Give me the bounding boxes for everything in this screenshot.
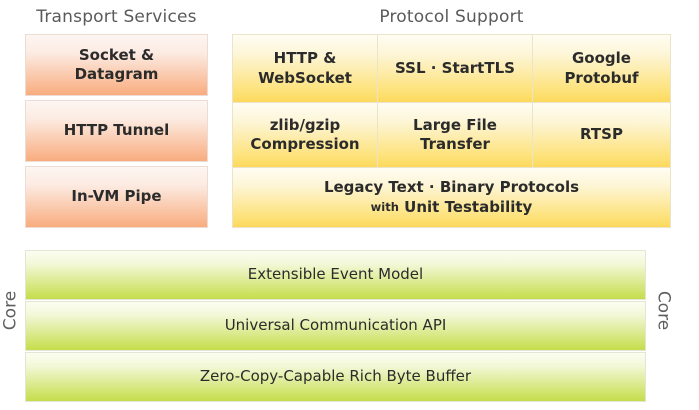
protocol-box-line1: RTSP [580,125,623,144]
transport-box-line1: HTTP Tunnel [63,121,170,140]
transport-services-heading: Transport Services [36,7,197,27]
protocol-box-line2: WebSocket [258,68,352,87]
protocol-box-legacy-text-binary-protocols[interactable]: Legacy Text · Binary Protocols with Unit… [232,167,671,228]
protocol-box-line2: Compression [250,135,360,153]
protocol-box-line1: Google [572,49,631,68]
protocol-box-zlib-gzip-compression[interactable]: zlib/gzip Compression [232,102,378,168]
protocol-box-http-websocket[interactable]: HTTP & WebSocket [232,34,378,103]
transport-box-line1: Socket & [78,45,155,64]
core-label-left: Core [0,290,21,331]
core-bar-zero-copy-capable-rich-byte-buffer[interactable]: Zero-Copy-Capable Rich Byte Buffer [25,352,646,402]
protocol-support-heading: Protocol Support [379,7,524,27]
transport-box-socket-datagram[interactable]: Socket & Datagram [25,34,208,96]
protocol-box-google-protobuf[interactable]: Google Protobuf [532,34,671,103]
protocol-box-line2: Transfer [420,135,490,153]
protocol-box-line2: Unit Testability [404,197,533,216]
transport-box-in-vm-pipe[interactable]: In-VM Pipe [25,166,208,228]
protocol-box-large-file-transfer[interactable]: Large File Transfer [377,102,533,168]
core-bar-label: Extensible Event Model [247,265,424,284]
protocol-box-line1: HTTP & [273,49,337,68]
protocol-box-line2-prefix: with [370,199,399,214]
core-bar-universal-communication-api[interactable]: Universal Communication API [25,301,646,351]
transport-box-http-tunnel[interactable]: HTTP Tunnel [25,100,208,162]
core-bar-extensible-event-model[interactable]: Extensible Event Model [25,250,646,300]
protocol-box-rtsp[interactable]: RTSP [532,102,671,168]
core-bar-label: Zero-Copy-Capable Rich Byte Buffer [199,367,472,386]
protocol-box-line1: Legacy Text · Binary Protocols [323,178,580,197]
protocol-box-line1: Large File [413,115,497,134]
transport-box-line2: Datagram [74,65,159,83]
protocol-box-line1: SSL · StartTLS [395,58,515,77]
protocol-box-line1: zlib/gzip [269,115,341,134]
transport-box-line1: In-VM Pipe [71,187,162,206]
core-bar-label: Universal Communication API [224,316,447,335]
protocol-box-line2: Protobuf [564,68,639,87]
core-label-right: Core [653,290,674,331]
protocol-box-ssl-starttls[interactable]: SSL · StartTLS [377,34,533,103]
